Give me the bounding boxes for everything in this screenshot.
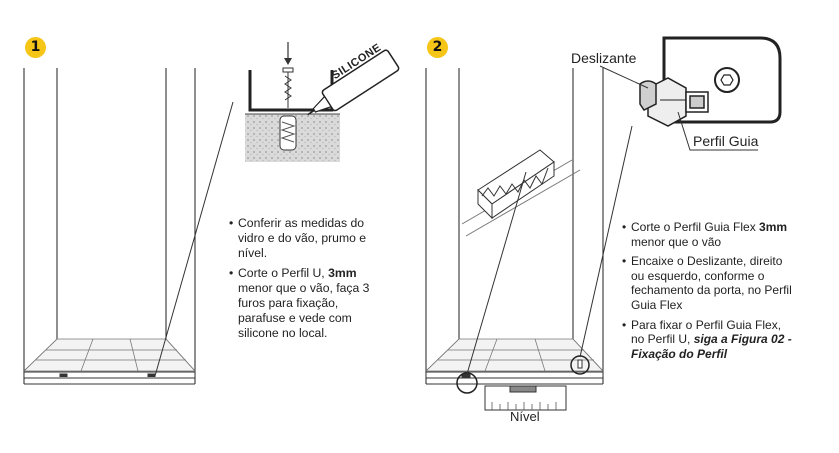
instruction-text: Conferir as medidas do vidro e do vão, p…	[238, 216, 367, 260]
callout-line-2a	[466, 171, 527, 375]
figure-reference: siga a Figura 02 - Fixação do Perfil	[631, 332, 792, 361]
instruction-text: Corte o Perfil Guia Flex	[631, 220, 760, 234]
guide-profile-piece	[461, 149, 581, 237]
instruction-item: Conferir as medidas do vidro e do vão, p…	[229, 216, 384, 261]
callout-line-2b	[579, 125, 633, 358]
instruction-text: Corte o Perfil U,	[238, 266, 329, 280]
instruction-text: menor que o vão, faça 3 furos para fixaç…	[238, 281, 370, 340]
step-1-instructions: Conferir as medidas do vidro e do vão, p…	[229, 216, 384, 346]
nivel-label: Nível	[510, 409, 540, 424]
measurement-highlight: 3mm	[759, 220, 788, 234]
callout-line-1	[154, 101, 234, 377]
level-tool	[484, 385, 567, 411]
step-2-instructions: Corte o Perfil Guia Flex 3mm menor que o…	[622, 220, 792, 366]
perfil-guia-label: Perfil Guia	[693, 133, 759, 149]
callout-perfil-guia	[677, 111, 758, 151]
u-profile-2	[425, 371, 604, 385]
slider-detail	[639, 36, 782, 127]
door-frame-1	[23, 68, 196, 384]
instruction-item: Para fixar o Perfil Guia Flex, no Perfil…	[622, 318, 792, 362]
measurement-highlight: 3mm	[328, 266, 357, 280]
step-number-badge: 2	[427, 37, 448, 58]
u-profile-1	[23, 371, 196, 385]
instruction-text: Para fixar o Perfil Guia Flex, no Perfil…	[631, 317, 782, 347]
instruction-text: Encaixe o Deslizante, direito ou esquerd…	[631, 254, 792, 312]
floor-tiles-1	[23, 338, 196, 372]
deslizante-label: Deslizante	[571, 50, 637, 66]
callout-deslizante	[599, 65, 649, 89]
step-number-badge: 1	[25, 37, 46, 58]
silicone-tube	[307, 49, 400, 116]
floor-tiles-2	[425, 338, 604, 372]
door-frame-2	[425, 68, 604, 384]
instruction-item: Corte o Perfil U, 3mm menor que o vão, f…	[229, 266, 384, 341]
instruction-item: Corte o Perfil Guia Flex 3mm menor que o…	[622, 220, 792, 249]
screw-detail	[245, 42, 340, 162]
instruction-item: Encaixe o Deslizante, direito ou esquerd…	[622, 254, 792, 312]
instruction-text: menor que o vão	[631, 234, 722, 249]
